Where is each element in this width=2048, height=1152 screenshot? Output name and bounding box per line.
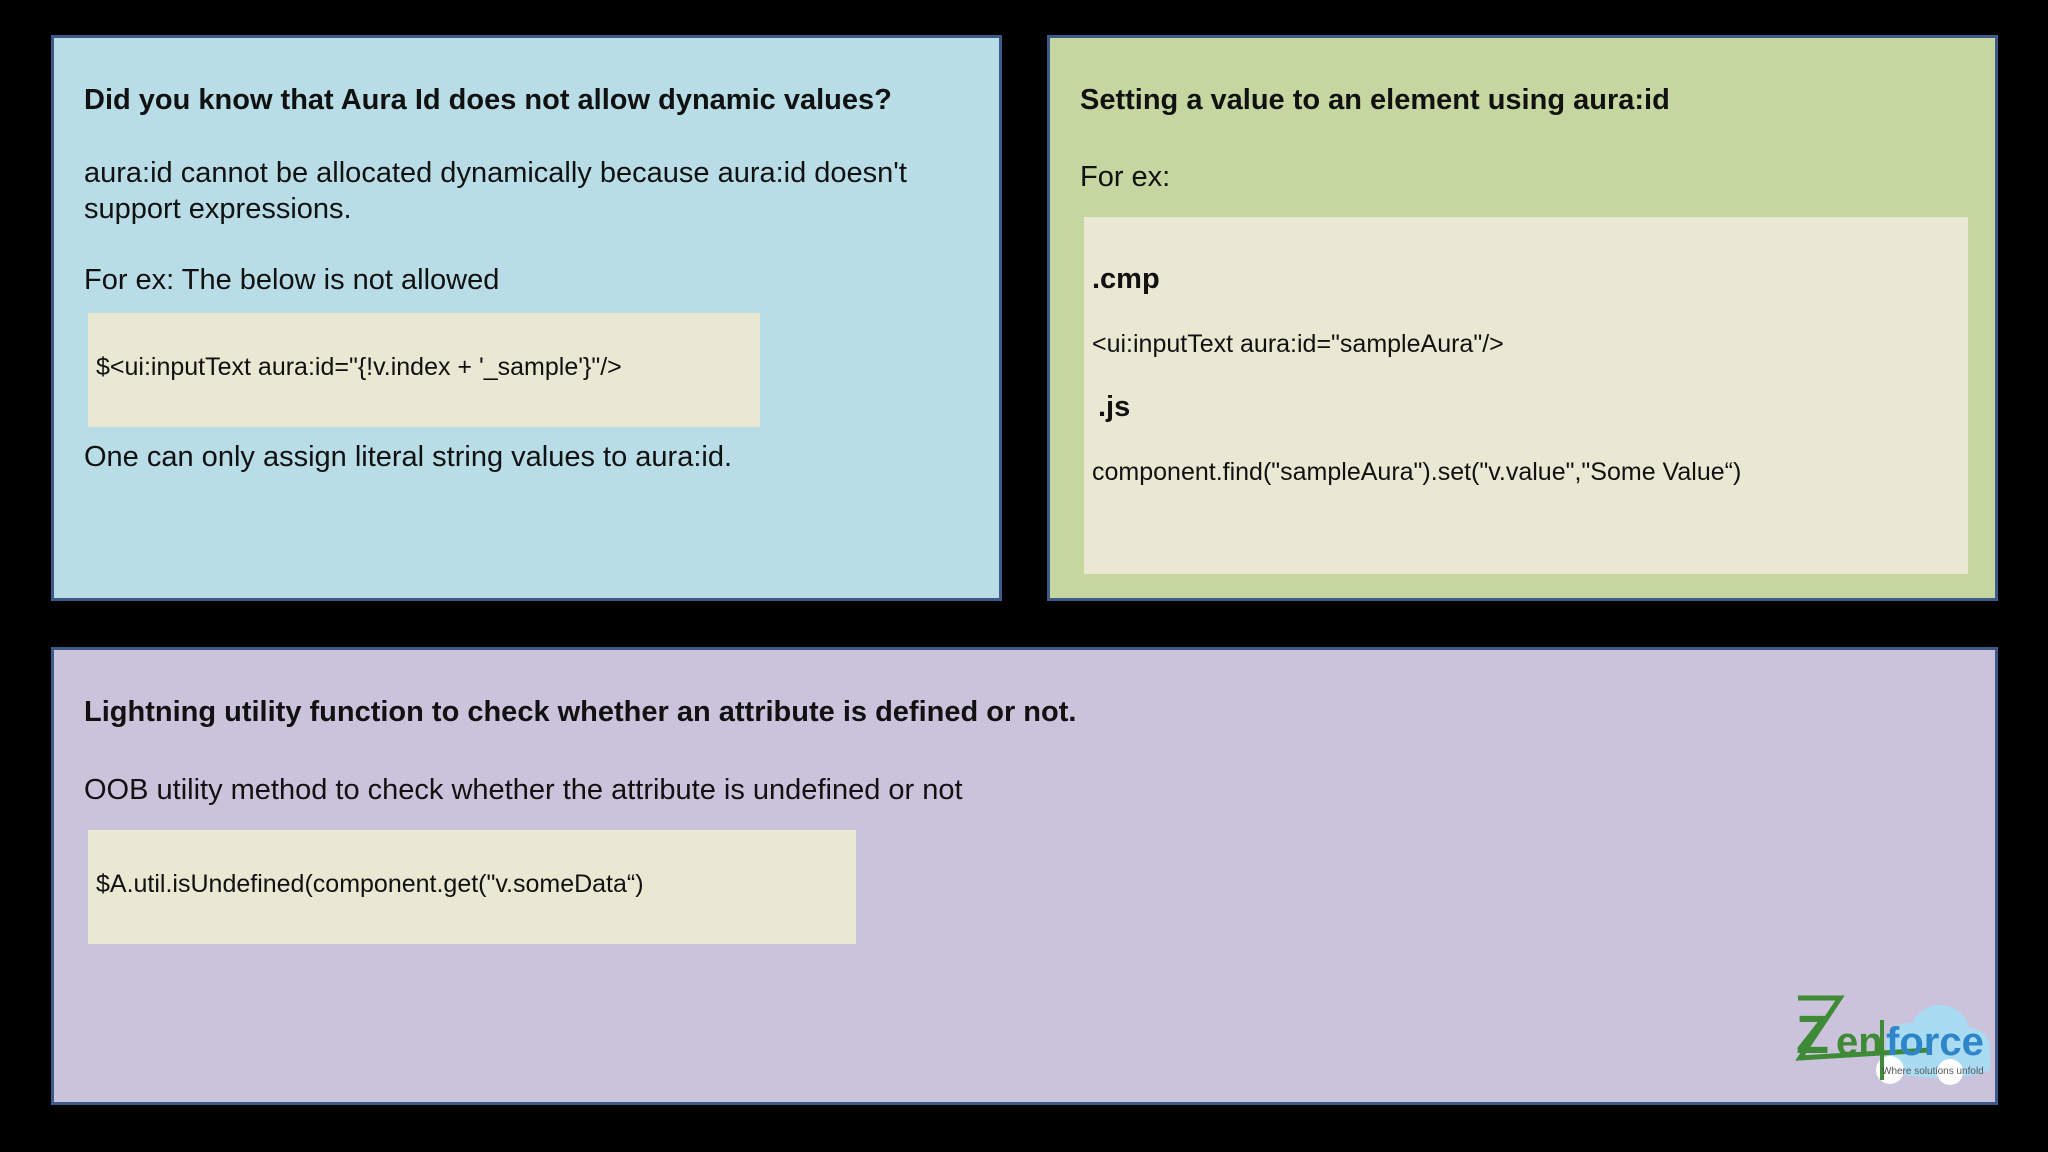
panel-aura-id-dynamic: Did you know that Aura Id does not allow…: [51, 35, 1002, 601]
logo-force: force: [1886, 1020, 1984, 1064]
panel-lightning-utility: Lightning utility function to check whet…: [51, 647, 1998, 1105]
code-line: <ui:inputText aura:id="sampleAura"/>: [1092, 330, 1504, 358]
footer-text: One can only assign literal string value…: [84, 441, 733, 473]
code-line: $A.util.isUndefined(component.get("v.som…: [96, 870, 644, 898]
paragraph-line: aura:id cannot be allocated dynamically …: [84, 157, 907, 189]
code-block: $A.util.isUndefined(component.get("v.som…: [88, 830, 856, 944]
cloud-icon: [1795, 995, 1990, 1085]
paragraph-line: support expressions.: [84, 193, 352, 225]
panel-title: Setting a value to an element using aura…: [1080, 84, 1670, 116]
js-label: .js: [1098, 391, 1131, 423]
description-text: OOB utility method to check whether the …: [84, 774, 963, 806]
logo-en: en: [1836, 1020, 1883, 1064]
code-line: component.find("sampleAura").set("v.valu…: [1092, 458, 1742, 486]
example-label: For ex: The below is not allowed: [84, 264, 500, 296]
panel-title: Did you know that Aura Id does not allow…: [84, 84, 892, 116]
cmp-label: .cmp: [1092, 263, 1160, 295]
zenforce-logo: Z en force Where solutions unfold: [1790, 990, 1990, 1090]
logo-z: Z: [1796, 1005, 1829, 1065]
panel-set-value: Setting a value to an element using aura…: [1047, 35, 1998, 601]
code-line: $<ui:inputText aura:id="{!v.index + '_sa…: [96, 353, 622, 381]
code-block: .cmp <ui:inputText aura:id="sampleAura"/…: [1084, 217, 1968, 574]
panel-title: Lightning utility function to check whet…: [84, 696, 1077, 728]
logo-tagline: Where solutions unfold: [1882, 1066, 1984, 1077]
code-block: $<ui:inputText aura:id="{!v.index + '_sa…: [88, 313, 760, 427]
example-label: For ex:: [1080, 161, 1171, 193]
